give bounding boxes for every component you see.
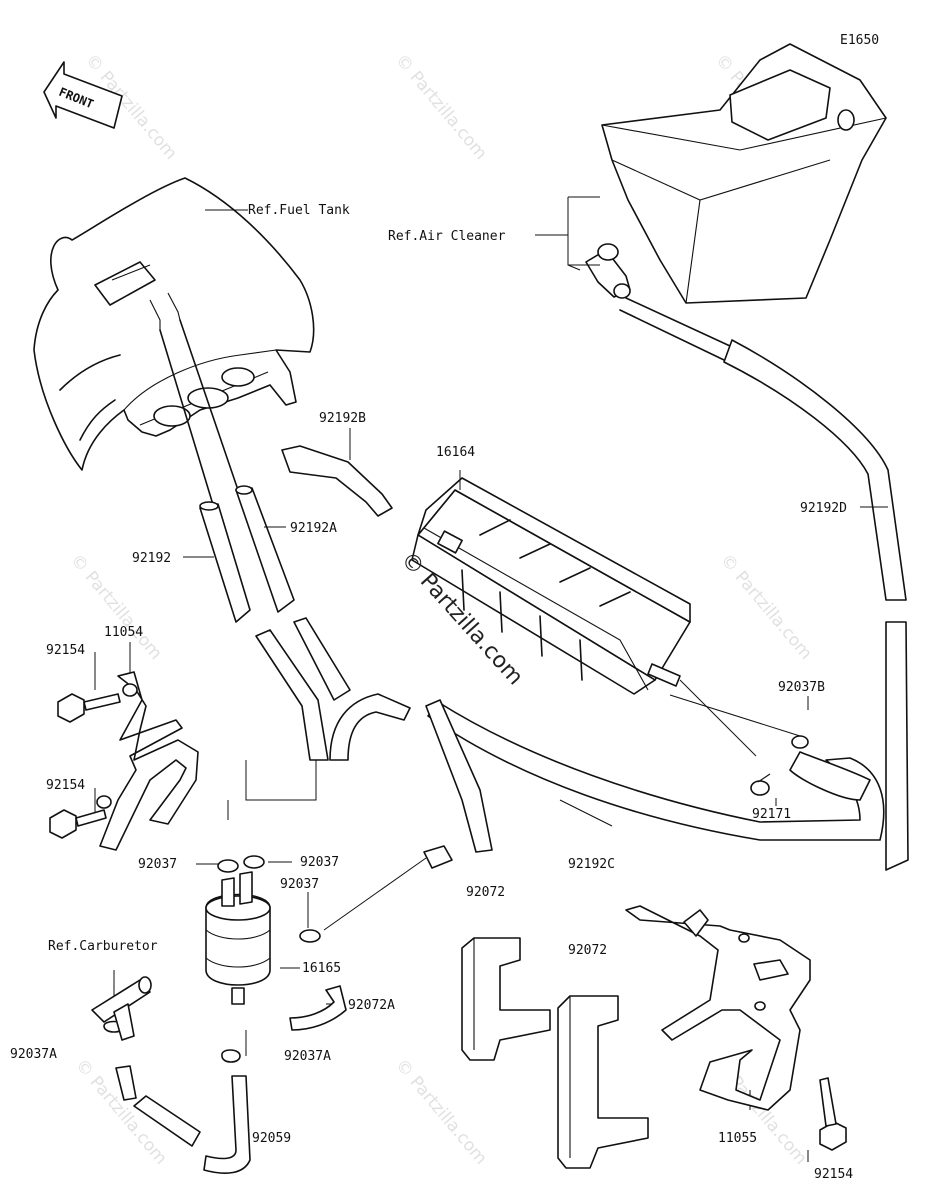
ref-air-cleaner-label: Ref.Air Cleaner [388, 229, 506, 244]
clamps-filter [103, 855, 321, 1063]
diagram-code: E1650 [840, 33, 879, 48]
part-92192C-label: 92192C [568, 857, 615, 872]
watermark-2: © Partzilla.com [391, 50, 491, 163]
part-92059-label: 92059 [252, 1131, 291, 1146]
part-11055-label: 11055 [718, 1131, 757, 1146]
part-92154-label-a: 92154 [46, 643, 85, 658]
ref-fuel-tank-label: Ref.Fuel Tank [248, 203, 350, 218]
band-92072A [289, 985, 347, 1031]
air-cleaner-illustration [585, 43, 887, 304]
ref-carburetor-label: Ref.Carburetor [48, 939, 158, 954]
fuel-tank-illustration [33, 177, 315, 471]
part-92192-label: 92192 [132, 551, 171, 566]
bracket-11054 [96, 671, 199, 851]
part-16164-label: 16164 [436, 445, 475, 460]
part-92072-label-a: 92072 [466, 885, 505, 900]
bolts [49, 693, 847, 1151]
part-92171-label: 92171 [752, 807, 791, 822]
part-11054-label: 11054 [104, 625, 143, 640]
bracket-11055 [625, 905, 811, 1111]
part-92037A-label-a: 92037A [10, 1047, 57, 1062]
canister-16164 [411, 477, 691, 695]
fuel-filter-16165 [205, 871, 271, 1005]
front-arrow-icon: FRONT [43, 61, 123, 129]
part-92192D-label: 92192D [800, 501, 847, 516]
hose-92059 [115, 1065, 251, 1174]
labels: Ref.Fuel Tank Ref.Air Cleaner 92192B 161… [10, 203, 853, 1182]
part-92072A-label: 92072A [348, 998, 395, 1013]
part-92037-label-c: 92037 [280, 877, 319, 892]
part-92154-label-b: 92154 [46, 778, 85, 793]
watermark-7: © Partzilla.com [391, 1055, 491, 1168]
part-92192A-label: 92192A [290, 521, 337, 536]
holder-92072-b [557, 995, 649, 1169]
watermark-5: © Partzilla.com [716, 550, 816, 663]
part-92037-label-b: 92037 [300, 855, 339, 870]
clamps-right [750, 735, 809, 796]
part-92192B-label: 92192B [319, 411, 366, 426]
part-92037-label-a: 92037 [138, 857, 177, 872]
part-92154-label-c: 92154 [814, 1167, 853, 1182]
tee-fitting [91, 976, 152, 1041]
part-92037B-label: 92037B [778, 680, 825, 695]
part-92072-label-b: 92072 [568, 943, 607, 958]
part-16165-label: 16165 [302, 961, 341, 976]
holder-92072-a [461, 937, 551, 1061]
hoses [159, 297, 909, 871]
part-92037A-label-b: 92037A [284, 1049, 331, 1064]
